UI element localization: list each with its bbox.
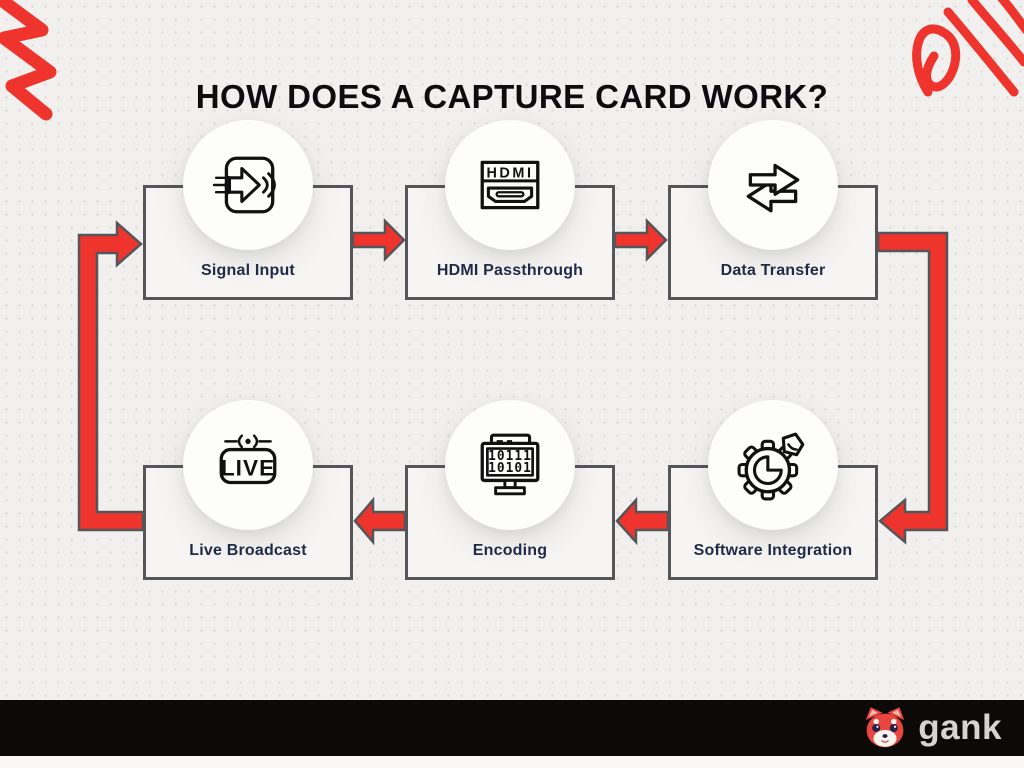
live-broadcast-icon: LIVE (219, 434, 277, 485)
step-icon-circle (183, 120, 313, 250)
step-signal-input: Signal Input (143, 120, 353, 300)
binary-monitor-icon: 10111 10101 (480, 433, 540, 496)
signal-input-icon (212, 156, 276, 214)
data-transfer-arrows-icon (746, 163, 800, 213)
red-panda-logo-icon (866, 707, 905, 748)
step-live-broadcast: Live Broadcast LIVE (143, 400, 353, 580)
step-icon-circle: 10111 10101 (445, 400, 575, 530)
gear-integration-icon (737, 432, 805, 501)
step-label: Software Integration (693, 542, 853, 559)
brand-name: gank (918, 708, 1002, 747)
bottom-strip (0, 756, 1024, 768)
hdmi-icon-text: HDMI (486, 165, 533, 181)
step-label: HDMI Passthrough (436, 262, 584, 279)
live-icon-text: LIVE (221, 455, 275, 480)
hdmi-port-icon: HDMI (480, 160, 540, 210)
footer-bar: gank (0, 700, 1024, 756)
step-icon-circle (708, 400, 838, 530)
step-icon-circle (708, 120, 838, 250)
step-icon-circle: LIVE (183, 400, 313, 530)
step-icon-circle: HDMI (445, 120, 575, 250)
step-software-integration: Software Integration (668, 400, 878, 580)
brand-lockup: gank (861, 700, 1002, 756)
page-title: HOW DOES A CAPTURE CARD WORK? (195, 78, 829, 116)
binary-text-line1: 10111 (488, 449, 532, 464)
step-label: Signal Input (201, 262, 295, 279)
step-label: Live Broadcast (189, 542, 307, 559)
step-encoding: Encoding 10111 10101 (405, 400, 615, 580)
step-label: Data Transfer (720, 262, 826, 279)
step-label: Encoding (472, 542, 548, 559)
binary-text-line2: 10101 (488, 461, 532, 476)
step-data-transfer: Data Transfer (668, 120, 878, 300)
step-hdmi-passthrough: HDMI Passthrough HDMI (405, 120, 615, 300)
